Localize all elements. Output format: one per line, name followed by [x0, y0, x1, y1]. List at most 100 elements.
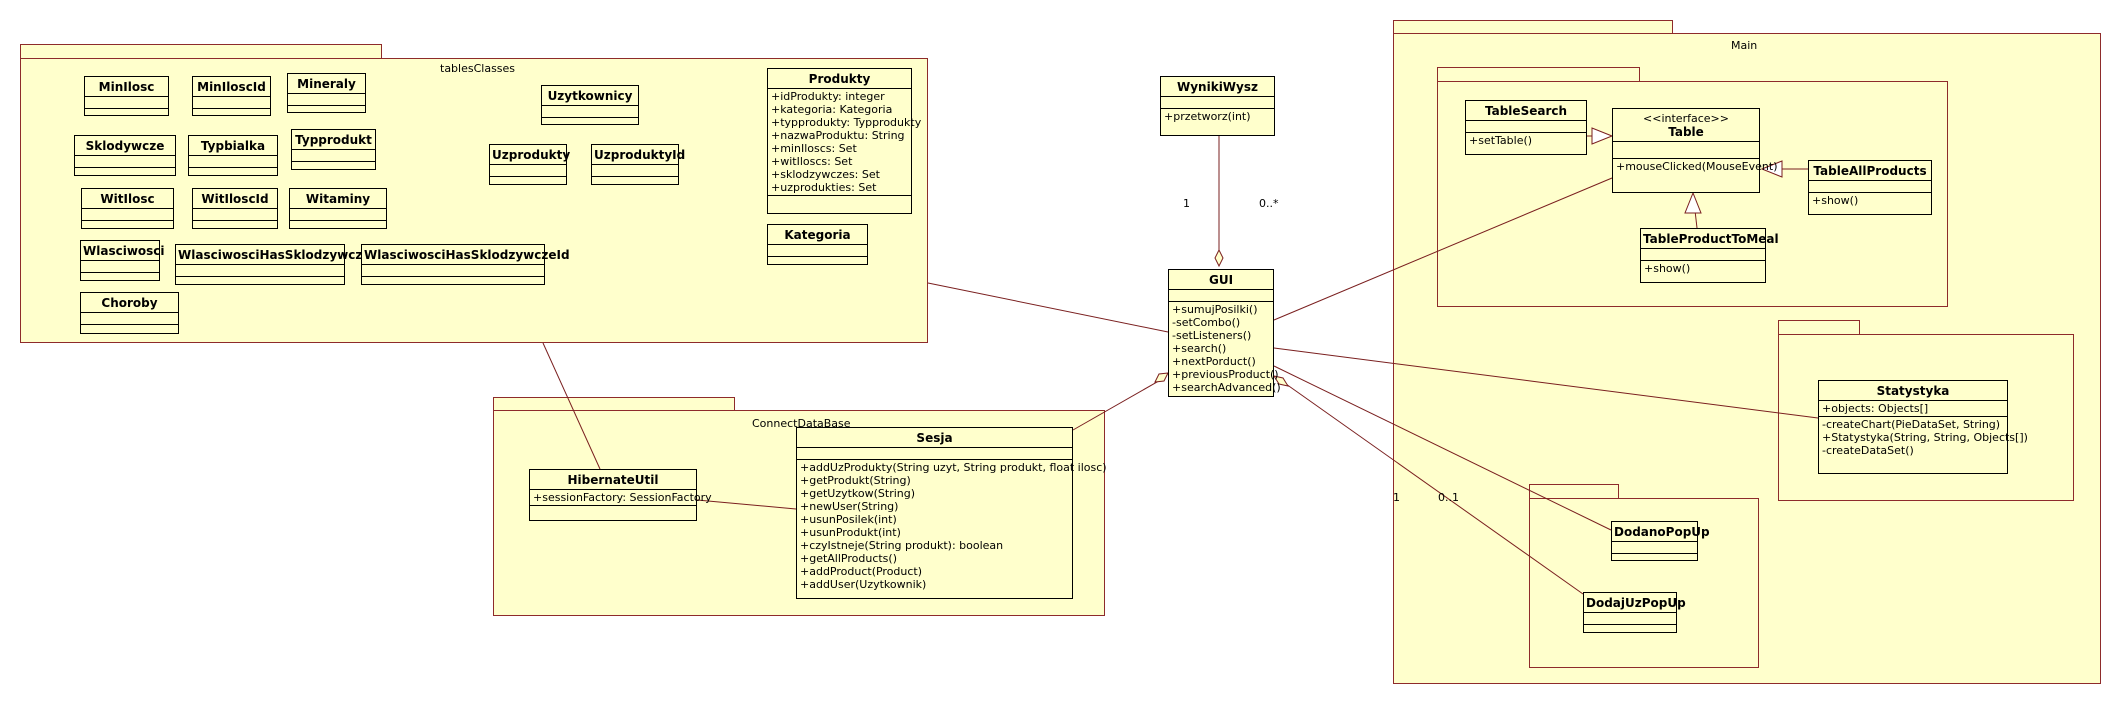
class-name: Wlasciwosci	[81, 241, 165, 261]
class-attrs	[288, 94, 365, 106]
class-attrs	[797, 448, 1072, 460]
class-dodanopopup[interactable]: DodanoPopUp	[1611, 521, 1710, 561]
class-ops: -createChart(PieDataSet, String) +Statys…	[1819, 417, 2028, 473]
op-setlisteners: -setListeners()	[1172, 329, 1252, 342]
class-attrs	[542, 106, 638, 118]
class-uzprodukty[interactable]: Uzprodukty	[489, 144, 570, 188]
class-hibernateutil[interactable]: HibernateUtil +sessionFactory: SessionFa…	[529, 469, 712, 521]
class-name: TableSearch	[1466, 101, 1586, 121]
class-ops	[290, 221, 386, 232]
attr-kategoria: +kategoria: Kategoria	[771, 103, 893, 116]
class-sesja[interactable]: Sesja +addUzProdukty(String uzyt, String…	[796, 427, 1107, 599]
attr-idprodukty: +idProdukty: integer	[771, 90, 885, 103]
class-attrs	[176, 265, 344, 277]
class-sklodywcze[interactable]: Sklodywcze	[74, 135, 176, 176]
class-ops	[362, 277, 544, 288]
class-statystyka[interactable]: Statystyka +objects: Objects[] -createCh…	[1818, 380, 2028, 474]
package-tab-popups	[1529, 484, 1619, 499]
package-tab-connectdatabase	[493, 397, 735, 411]
multiplicity-wyniki-left: 1	[1183, 197, 1190, 210]
class-name: Typprodukt	[292, 130, 375, 150]
class-attrs	[81, 313, 178, 325]
class-attrs	[193, 97, 270, 109]
class-attrs: +sessionFactory: SessionFactory	[530, 490, 712, 506]
class-dodajuzpopup[interactable]: DodajUzPopUp	[1583, 592, 1686, 636]
class-wlasciwosci[interactable]: Wlasciwosci	[80, 240, 165, 284]
class-attrs	[1641, 249, 1765, 261]
op-adduser: +addUser(Uzytkownik)	[800, 578, 927, 591]
class-uzproduktyid[interactable]: UzproduktyId	[591, 144, 685, 188]
class-tablesearch[interactable]: TableSearch +setTable()	[1465, 100, 1587, 155]
class-wlasciwosci-has-sklodzywcze-id[interactable]: WlasciwosciHasSklodzywczeId	[361, 244, 570, 288]
class-ops	[1584, 625, 1676, 636]
class-ops	[768, 257, 867, 268]
class-name: Sklodywcze	[75, 136, 175, 156]
class-tableallproducts[interactable]: TableAllProducts +show()	[1808, 160, 1932, 215]
class-name: Produkty	[768, 69, 911, 89]
op-przetworz: +przetworz(int)	[1164, 110, 1251, 123]
class-kategoria[interactable]: Kategoria	[767, 224, 868, 265]
class-ops	[768, 196, 911, 213]
class-ops	[542, 118, 638, 129]
class-uzytkownicy[interactable]: Uzytkownicy	[541, 85, 639, 125]
class-attrs	[1584, 613, 1676, 625]
op-getuzytkow: +getUzytkow(String)	[800, 487, 916, 500]
class-typprodukt[interactable]: Typprodukt	[291, 129, 376, 170]
class-name: Sesja	[797, 428, 1072, 448]
aggregation-diamond-gui-sesja	[1154, 372, 1169, 383]
class-name: Kategoria	[768, 225, 867, 245]
op-czyistneje: +czyIstneje(String produkt): boolean	[800, 539, 1004, 552]
class-name: <<interface>> Table	[1613, 109, 1759, 142]
class-attrs	[82, 209, 173, 221]
class-attrs	[292, 150, 375, 162]
class-ops	[85, 109, 168, 120]
class-gui[interactable]: GUI +sumujPosilki() -setCombo() -setList…	[1168, 269, 1281, 397]
class-ops	[592, 177, 678, 188]
class-attrs	[592, 165, 678, 177]
class-stereotype: <<interface>>	[1643, 112, 1729, 125]
class-wlasciwosci-has-sklodzywcze[interactable]: WlasciwosciHasSklodzywcze	[175, 244, 371, 288]
class-tableproducttomeal[interactable]: TableProductToMeal +show()	[1640, 228, 1779, 283]
op-usunprodukt: +usunProdukt(int)	[800, 526, 901, 539]
package-tab-tables	[1437, 67, 1640, 82]
class-attrs: +idProdukty: integer +kategoria: Kategor…	[768, 89, 921, 196]
class-ops: +mouseClicked(MouseEvent)	[1613, 159, 1778, 192]
class-name: Uzytkownicy	[542, 86, 638, 106]
class-name: HibernateUtil	[530, 470, 696, 490]
class-name: WitIlosc	[82, 189, 173, 209]
class-miniloscid[interactable]: MinIloscId	[192, 76, 271, 116]
class-attrs	[290, 209, 386, 221]
class-witaminy[interactable]: Witaminy	[289, 188, 387, 229]
class-choroby[interactable]: Choroby	[80, 292, 179, 334]
class-ops	[193, 109, 270, 120]
class-ops	[81, 273, 159, 284]
class-mineraly[interactable]: Mineraly	[287, 73, 366, 113]
class-table-interface[interactable]: <<interface>> Table +mouseClicked(MouseE…	[1612, 108, 1778, 193]
class-attrs	[189, 156, 277, 168]
class-name: Choroby	[81, 293, 178, 313]
package-label-tablesclasses: tablesClasses	[440, 62, 516, 75]
class-attrs	[362, 265, 544, 277]
op-statystyka: +Statystyka(String, String, Objects[])	[1822, 431, 2028, 444]
class-name: WlasciwosciHasSklodzywczeId	[362, 245, 570, 265]
class-attrs	[193, 209, 277, 221]
class-attrs	[85, 97, 168, 109]
class-name: TableAllProducts	[1809, 161, 1931, 181]
class-witilosc[interactable]: WitIlosc	[81, 188, 174, 229]
class-attrs	[1809, 181, 1931, 193]
class-ops	[1612, 554, 1697, 565]
class-produkty[interactable]: Produkty +idProdukty: integer +kategoria…	[767, 68, 921, 214]
class-minilosc[interactable]: MinIlosc	[84, 76, 169, 116]
attr-uzprodukties: +uzprodukties: Set	[771, 181, 877, 194]
op-getallproducts: +getAllProducts()	[800, 552, 897, 565]
op-usunposilek: +usunPosilek(int)	[800, 513, 897, 526]
class-ops	[490, 177, 566, 188]
class-ops	[530, 506, 696, 520]
class-ops	[176, 277, 344, 288]
op-previousproduct: +previousProduct()	[1172, 368, 1279, 381]
class-attrs	[75, 156, 175, 168]
class-typbialka[interactable]: Typbialka	[188, 135, 278, 176]
class-witiloscid[interactable]: WitIloscId	[192, 188, 278, 229]
class-ops: +addUzProdukty(String uzyt, String produ…	[797, 460, 1107, 598]
class-wynikiwysz[interactable]: WynikiWysz +przetworz(int)	[1160, 76, 1275, 136]
